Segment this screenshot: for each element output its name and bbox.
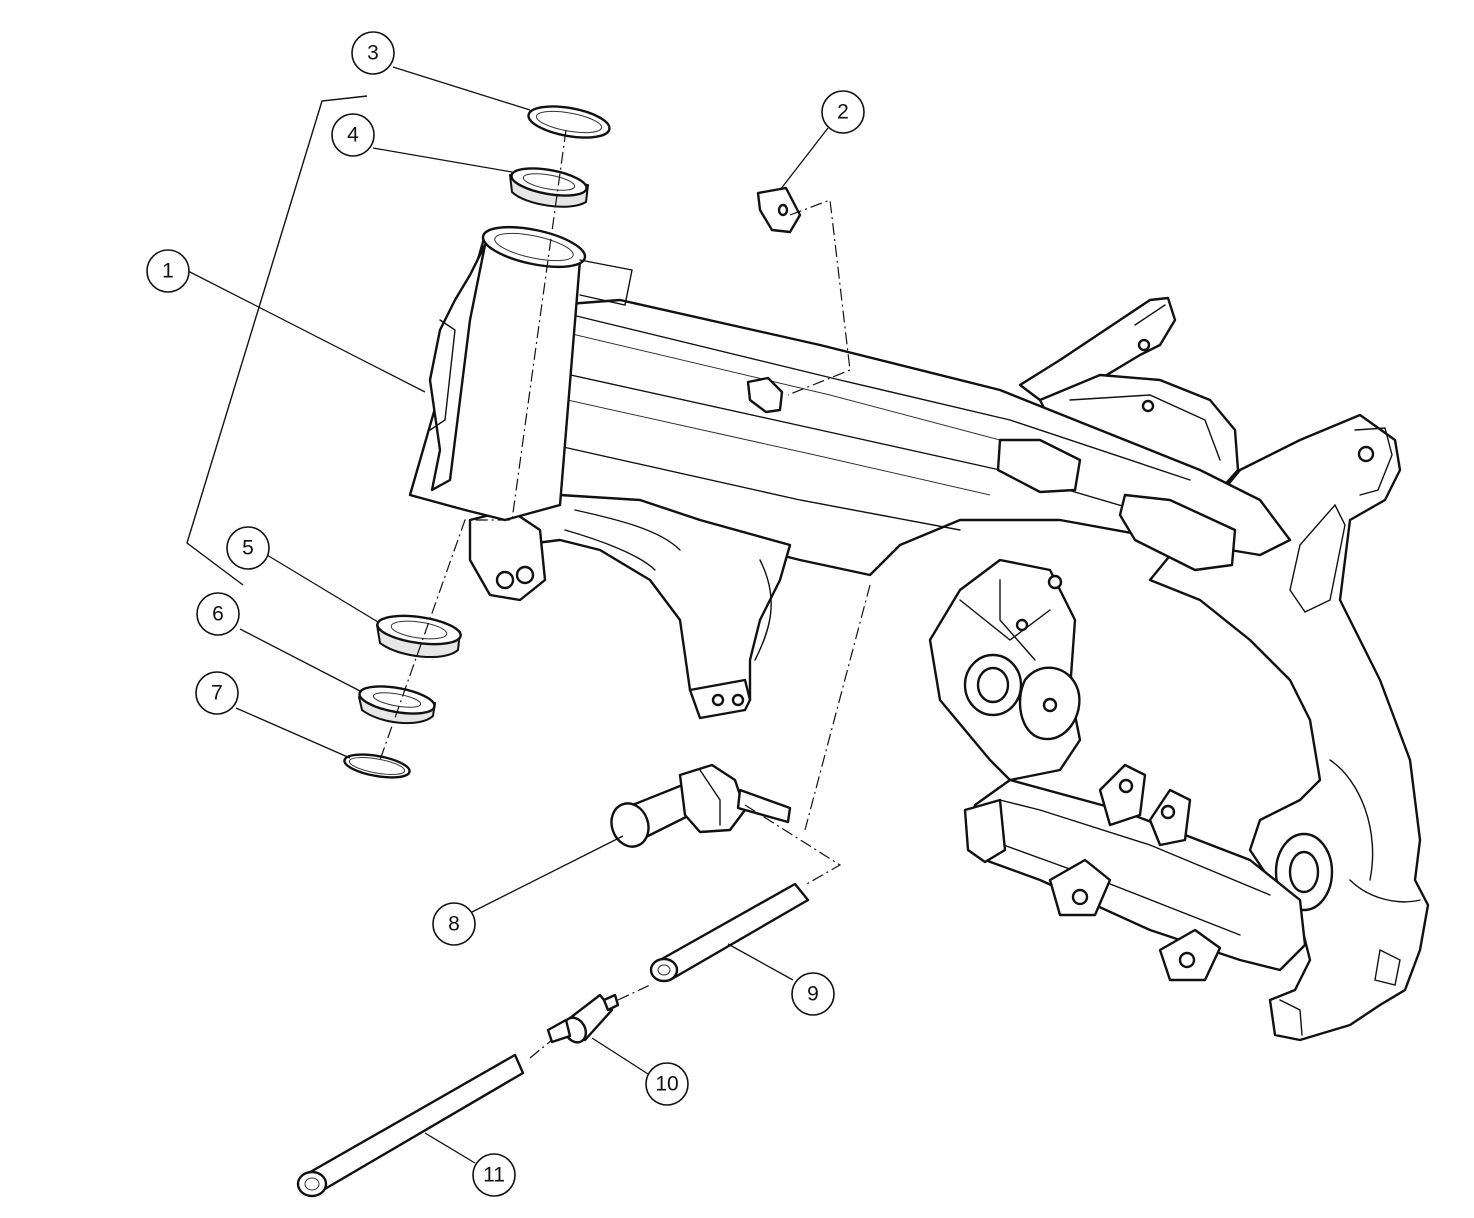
part-11-tube [296, 1053, 525, 1198]
callout-6: 6 [196, 592, 240, 636]
callout-2: 2 [821, 90, 865, 134]
callout-5-label: 5 [242, 537, 254, 560]
part-8-fitting [610, 763, 792, 848]
callout-8: 8 [432, 902, 476, 946]
callout-1: 1 [146, 249, 190, 293]
callout-6-label: 6 [212, 603, 224, 626]
callout-11: 11 [472, 1153, 516, 1197]
group-bracket [186, 95, 368, 586]
callout-3: 3 [351, 31, 395, 75]
callout-7: 7 [195, 671, 239, 715]
part-3-ring [527, 105, 611, 139]
callout-11-label: 11 [483, 1164, 505, 1187]
part-4-bearing [509, 167, 589, 208]
callout-1-label: 1 [162, 260, 174, 283]
part-9-tube [649, 882, 810, 983]
part-10-connector [546, 993, 620, 1044]
callout-4-label: 4 [347, 124, 359, 147]
callout-8-label: 8 [448, 913, 460, 936]
callout-9: 9 [791, 972, 835, 1016]
callout-2-label: 2 [837, 101, 849, 124]
callout-7-label: 7 [211, 682, 223, 705]
callout-10: 10 [645, 1062, 689, 1106]
callout-5: 5 [226, 526, 270, 570]
callout-9-label: 9 [807, 983, 819, 1006]
part-5-bearing [376, 614, 462, 659]
part-2-installed [746, 376, 784, 414]
callout-10-label: 10 [655, 1073, 678, 1096]
assembly-axes [379, 129, 871, 1059]
callout-3-label: 3 [367, 42, 379, 65]
part-2-clip-nut [756, 186, 802, 234]
part-7-ring [343, 753, 411, 779]
motorcycle-frame [408, 225, 1430, 1042]
leader-lines [187, 66, 829, 1164]
part-6-seal [358, 685, 436, 725]
callout-4: 4 [331, 113, 375, 157]
